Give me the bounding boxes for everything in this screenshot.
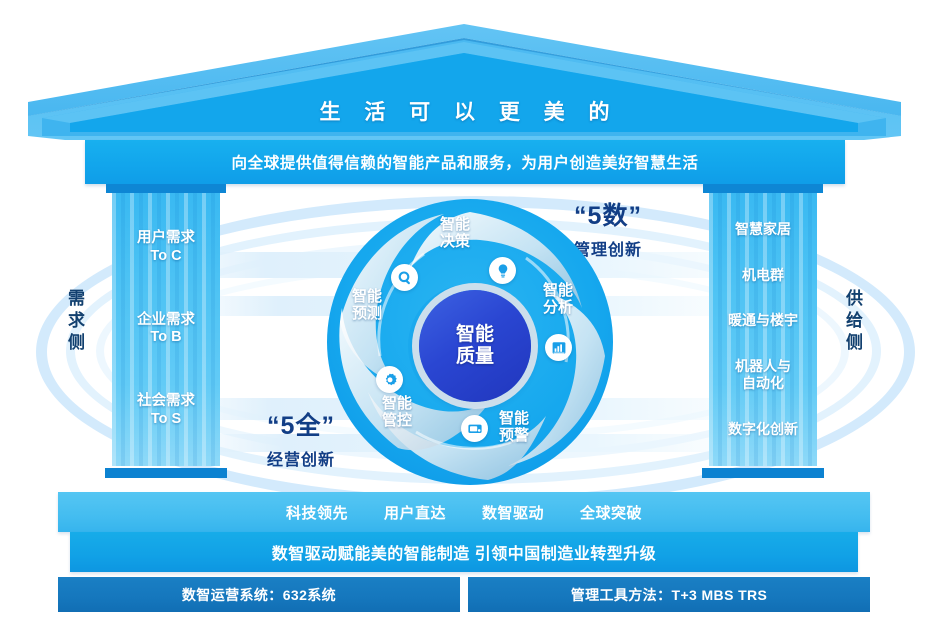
callout-five-shu-subtitle: 管理创新 [573, 242, 642, 259]
spiral-segment-analysis: 智能 分析 [542, 282, 573, 317]
spiral-segment-control: 智能 管控 [381, 395, 412, 430]
side-label-demand: 需求侧 [68, 289, 86, 352]
foundation-management-tools: 管理工具方法：T+3 MBS TRS [468, 577, 870, 612]
core-label: 智能 质量 [455, 323, 494, 367]
spiral-segment-decision: 智能 决策 [439, 216, 470, 251]
column-item-digital-innovation: 数字化创新 [728, 420, 798, 437]
lightbulb-icon [489, 257, 516, 284]
column-item-list: 智慧家居 机电群 暖通与楼宇 机器人与 自动化 数字化创新 [709, 193, 817, 466]
core-value-user-direct: 用户直达 [383, 504, 446, 522]
callout-five-shu-title: “5数” [574, 202, 642, 230]
column-item-electromechanical: 机电群 [742, 266, 784, 283]
spiral-segment-alert: 智能 预警 [498, 410, 529, 445]
core-values-row: 科技领先 用户直达 数智驱动 全球突破 [58, 492, 870, 532]
mission-banner: 向全球提供值得信赖的智能产品和服务，为用户创造美好智慧生活 [85, 140, 845, 184]
column-item-list: 用户需求 To C 企业需求 To B 社会需求 To S [112, 193, 220, 466]
column-item-smart-home: 智慧家居 [735, 221, 791, 238]
magnifier-icon [391, 264, 418, 291]
callout-five-shu: “5数” 管理创新 [548, 196, 668, 260]
vision-banner: 数智驱动赋能美的智能制造 引领中国制造业转型升级 [70, 532, 858, 572]
roof-pediment: 生 活 可 以 更 美 的 [28, 24, 901, 140]
core-circle: 智能 质量 [419, 290, 531, 402]
column-item-user-demand: 用户需求 To C [137, 230, 195, 264]
callout-five-quan: “5全” 经营创新 [236, 406, 366, 470]
column-supply-side: 智慧家居 机电群 暖通与楼宇 机器人与 自动化 数字化创新 [702, 184, 824, 478]
foundation-operating-system: 数智运营系统：632系统 [58, 577, 460, 612]
column-item-social-demand: 社会需求 To S [137, 393, 195, 428]
callout-five-quan-subtitle: 经营创新 [266, 452, 335, 469]
column-item-enterprise-demand: 企业需求 To B [137, 311, 195, 346]
core-value-tech-leading: 科技领先 [285, 504, 348, 522]
column-shaft [709, 193, 817, 466]
core-value-global-breakthrough: 全球突破 [580, 504, 643, 522]
foundation-row: 数智运营系统：632系统 管理工具方法：T+3 MBS TRS [58, 577, 870, 612]
column-capital [703, 184, 823, 193]
callout-five-quan-title: “5全” [267, 412, 335, 440]
gear-icon [376, 366, 403, 393]
column-item-robotics-automation: 机器人与 自动化 [735, 357, 791, 392]
column-item-hvac-building: 暖通与楼宇 [728, 312, 798, 329]
monitor-icon [461, 415, 488, 442]
core-value-digital-driven: 数智驱动 [482, 504, 545, 522]
bar-chart-icon [545, 334, 572, 361]
column-base [105, 468, 227, 478]
spiral-segment-forecast: 智能 预测 [351, 288, 382, 323]
column-shaft [112, 193, 220, 466]
column-capital [106, 184, 226, 193]
column-demand-side: 用户需求 To C 企业需求 To B 社会需求 To S [105, 184, 227, 478]
column-base [702, 468, 824, 478]
side-label-supply: 供给侧 [846, 289, 864, 352]
